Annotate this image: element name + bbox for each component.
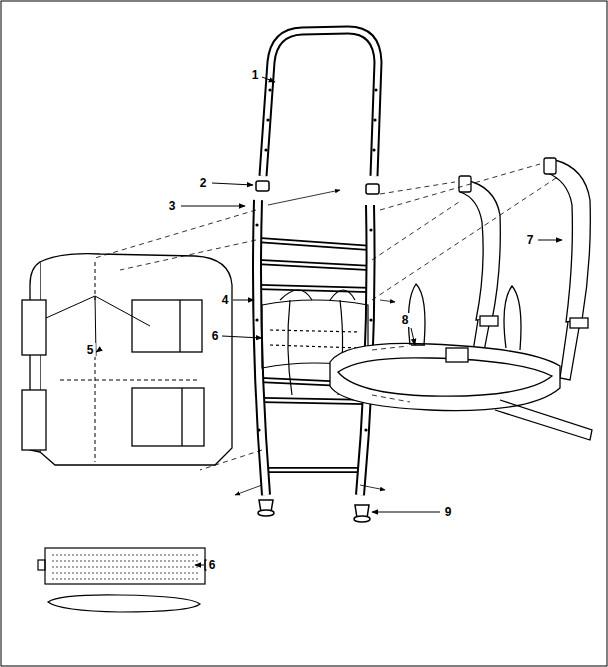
callout-number: 1 (250, 68, 261, 82)
callout-number: 3 (167, 199, 178, 213)
callout-number: 5 (85, 343, 96, 357)
callout-number: 2 (198, 176, 209, 190)
callout-number: 6 (210, 329, 221, 343)
callout-number: 4 (220, 293, 231, 307)
callout-number: 8 (400, 313, 411, 327)
callout-number: 9 (443, 505, 454, 519)
callout-number: 7 (525, 233, 536, 247)
callout-number: 6 (207, 558, 218, 572)
